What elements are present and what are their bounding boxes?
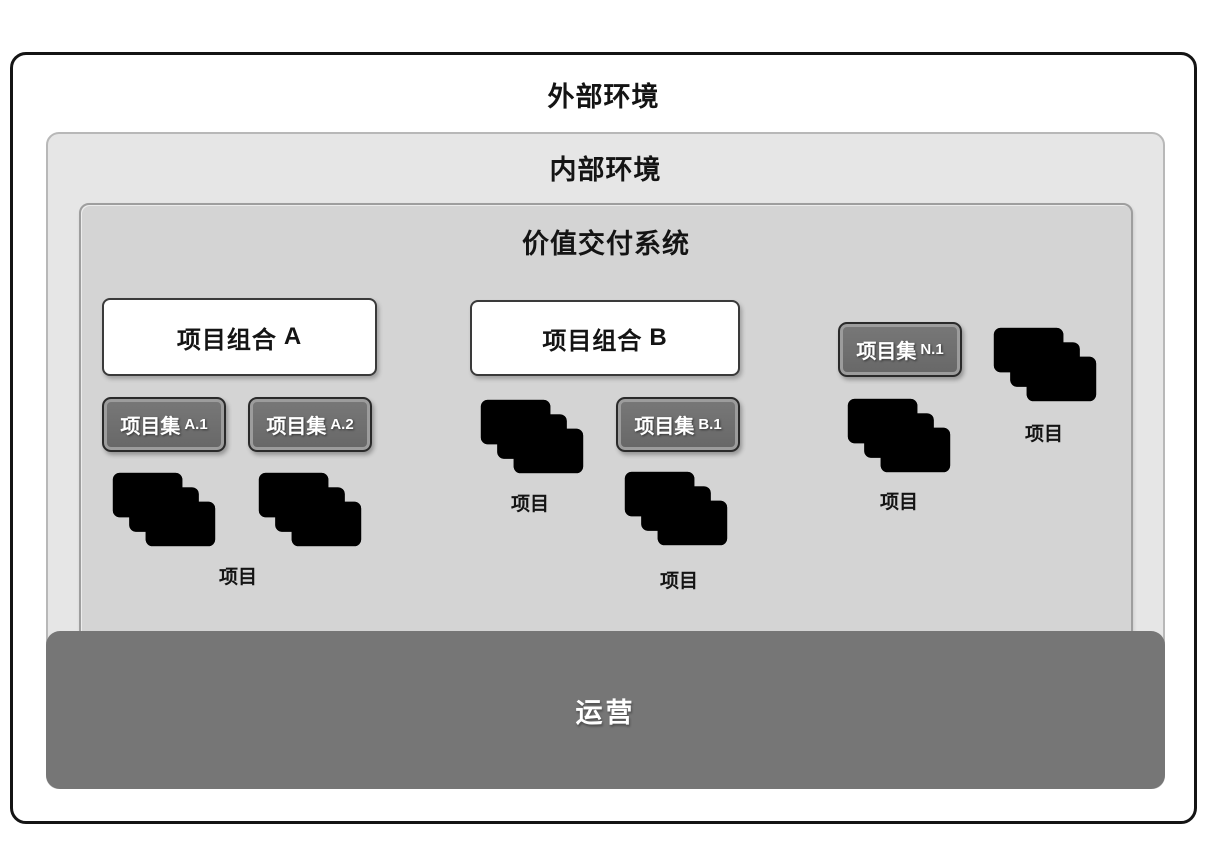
- value-delivery-system-title: 价值交付系统: [522, 229, 690, 259]
- external-environment-title: 外部环境: [547, 82, 660, 112]
- portfolio-b-label: 项目组合: [542, 327, 643, 355]
- program-a2-box: 项目集 A.2: [248, 397, 372, 452]
- portfolio-a-label: 项目组合: [176, 326, 277, 354]
- project-stack-icon: [624, 471, 728, 546]
- portfolio-a-id: A: [283, 323, 303, 350]
- program-b1-id: B.1: [698, 416, 722, 433]
- project-stack-icon-bold: [477, 396, 587, 478]
- value-delivery-system-box: 价值交付系统 项目组合 A 项目组合 B 项目集 N.1 项目: [79, 203, 1133, 645]
- program-n1-label: 项目集: [856, 341, 917, 363]
- portfolio-b-box: 项目组合 B: [470, 300, 740, 376]
- program-a2-id: A.2: [330, 416, 354, 433]
- internal-environment-box: 内部环境 价值交付系统 项目组合 A 项目组合 B 项目集 N.1: [46, 132, 1165, 789]
- project-stack-icon: [480, 399, 584, 474]
- project-stack-icon-thin: [109, 469, 219, 551]
- project-stack-icon-thin: [621, 468, 731, 550]
- project-stack-icon-thin: [255, 469, 365, 551]
- program-b1-label: 项目集: [634, 416, 695, 438]
- project-stack-icon: [258, 472, 362, 547]
- project-stack-icon: [112, 472, 216, 547]
- external-environment-box: 外部环境 内部环境 价值交付系统 项目组合 A 项目组合 B 项目集 N.1: [10, 52, 1197, 824]
- project-stack-icon-bold: [990, 324, 1100, 406]
- project-label: 项目: [510, 494, 549, 515]
- program-a1-box: 项目集 A.1: [102, 397, 226, 452]
- portfolio-b-id: B: [649, 324, 668, 351]
- program-n1-box: 项目集 N.1: [838, 322, 962, 377]
- program-a1-label: 项目集: [120, 416, 181, 438]
- project-label: 项目: [659, 571, 698, 592]
- project-label: 项目: [1024, 424, 1063, 445]
- project-stack-icon-thin: [844, 395, 954, 477]
- operations-bar: 运营: [46, 631, 1165, 789]
- operations-label: 运营: [575, 697, 636, 728]
- program-a2-label: 项目集: [266, 416, 327, 438]
- program-b1-box: 项目集 B.1: [616, 397, 740, 452]
- internal-environment-title: 内部环境: [549, 155, 662, 185]
- project-label: 项目: [218, 567, 257, 588]
- project-stack-icon: [993, 327, 1097, 402]
- program-a1-id: A.1: [184, 416, 208, 433]
- program-n1-id: N.1: [920, 341, 944, 358]
- project-stack-icon: [847, 398, 951, 473]
- project-label: 项目: [879, 492, 918, 513]
- portfolio-a-box: 项目组合 A: [102, 298, 377, 376]
